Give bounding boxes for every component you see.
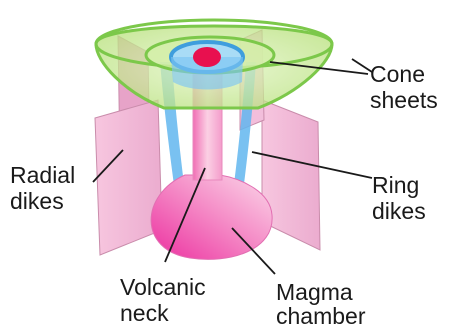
label-cone-sheets: Cone sheets — [370, 61, 438, 113]
label-radial-dikes-line1: Radial — [10, 162, 75, 188]
label-magma-chamber-line1: Magma — [276, 279, 353, 305]
label-radial-dikes-line2: dikes — [10, 188, 64, 214]
label-volcanic-neck: Volcanic neck — [120, 274, 212, 326]
radial-dike-left — [95, 100, 162, 255]
label-ring-dikes-line2: dikes — [372, 198, 426, 224]
label-radial-dikes: Radial dikes — [10, 162, 82, 214]
label-cone-sheets-line2: sheets — [370, 87, 438, 113]
magma-chamber — [151, 175, 272, 259]
leader-cone-sheets-outer — [352, 59, 372, 72]
label-magma-chamber-line2: chamber — [276, 303, 366, 329]
label-cone-sheets-line1: Cone — [370, 61, 425, 87]
label-volcanic-neck-line2: neck — [120, 300, 169, 326]
label-ring-dikes: Ring dikes — [372, 172, 426, 224]
label-volcanic-neck-line1: Volcanic — [120, 274, 206, 300]
vent-opening — [193, 47, 221, 67]
label-ring-dikes-line1: Ring — [372, 172, 419, 198]
label-magma-chamber: Magma chamber — [276, 279, 366, 329]
